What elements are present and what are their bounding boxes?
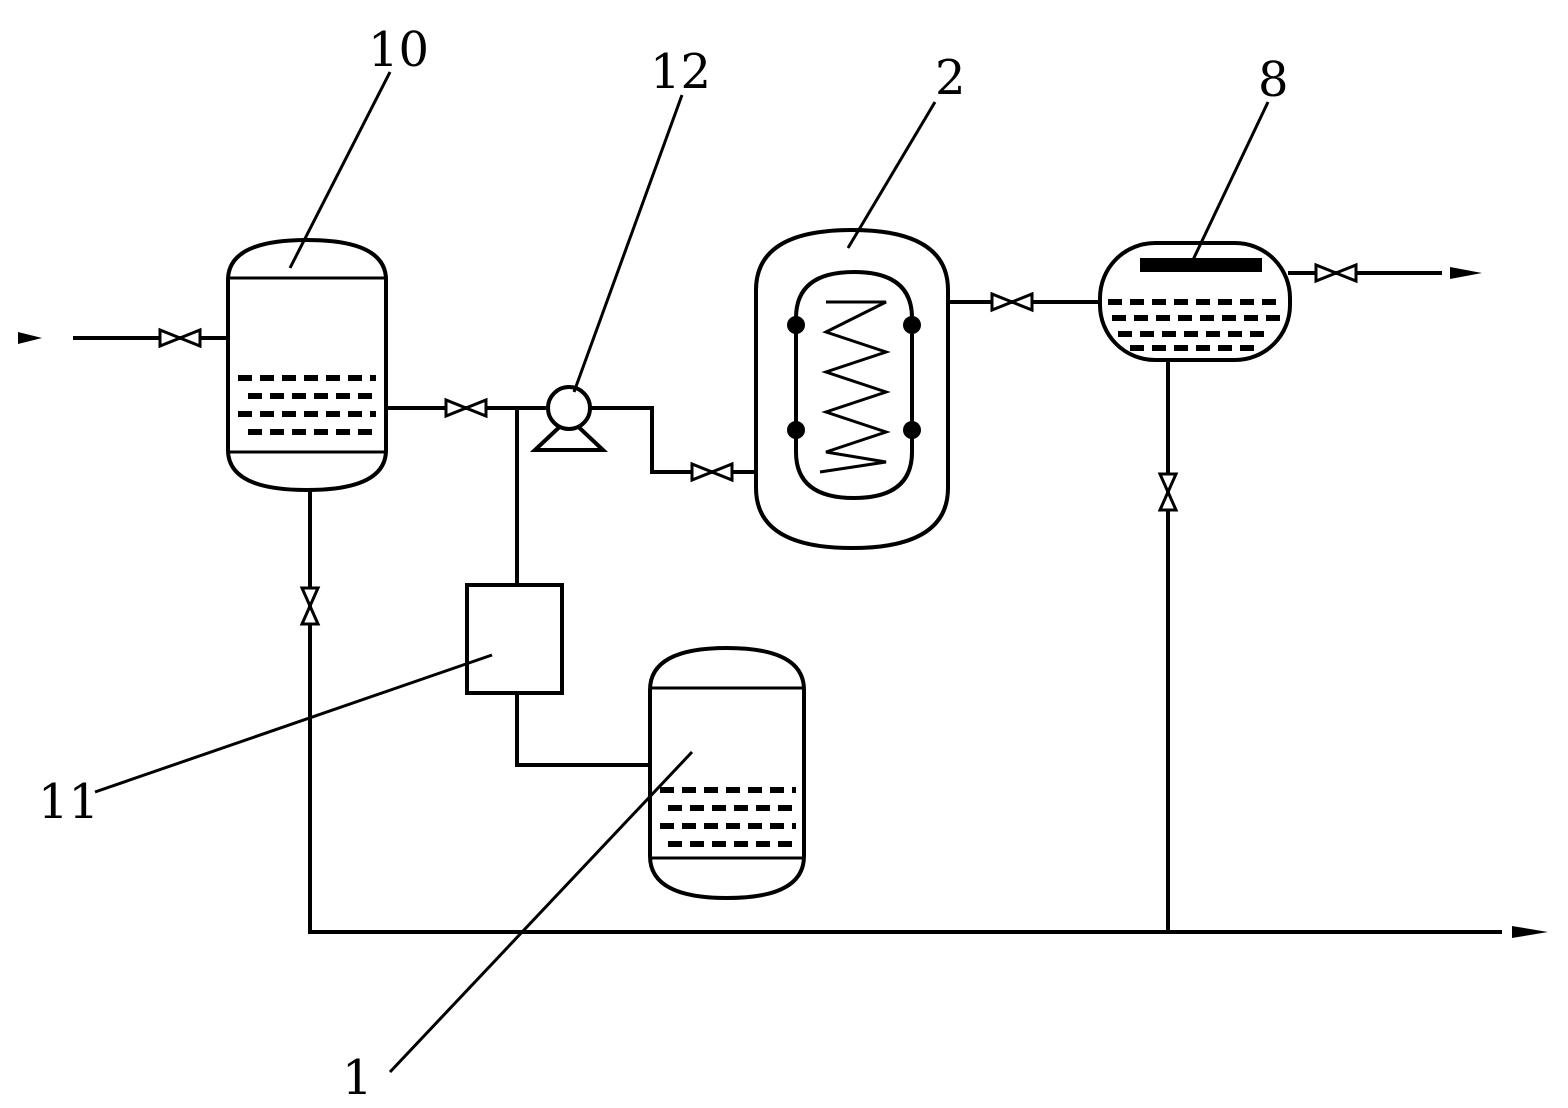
label-reactor-2: 2 bbox=[935, 50, 966, 106]
leader-line-8 bbox=[1190, 101, 1270, 263]
label-filter-11: 11 bbox=[38, 774, 99, 830]
valve-icon bbox=[158, 327, 202, 349]
nozzle-icon bbox=[903, 421, 921, 439]
label-pump-12: 12 bbox=[650, 44, 711, 100]
pump-12 bbox=[529, 385, 609, 452]
valve-icon bbox=[690, 461, 734, 483]
filter-11 bbox=[465, 583, 564, 695]
leader-line-10 bbox=[288, 71, 392, 269]
leader-line-2 bbox=[846, 101, 937, 249]
label-tank-1: 1 bbox=[342, 1050, 373, 1106]
heating-coil bbox=[819, 300, 891, 474]
valve-icon bbox=[299, 586, 321, 626]
valve-icon bbox=[1157, 472, 1179, 512]
flow-arrows bbox=[18, 267, 1548, 938]
valve-icon bbox=[990, 291, 1034, 313]
separator-8 bbox=[1098, 241, 1292, 362]
leader-line-1 bbox=[388, 750, 694, 1074]
filter-to-tank-1-line bbox=[515, 691, 652, 767]
leader-line-12 bbox=[572, 94, 684, 393]
tank-10 bbox=[226, 237, 388, 493]
separator-top-bar bbox=[1140, 258, 1262, 272]
valve-icon bbox=[444, 397, 488, 419]
valve-icon bbox=[1314, 262, 1358, 284]
label-separator-8: 8 bbox=[1258, 52, 1289, 108]
reference-numerals: 10 12 2 8 11 1 bbox=[38, 22, 1289, 1106]
product-outlet-arrow-icon bbox=[1512, 926, 1548, 938]
nozzle-icon bbox=[903, 316, 921, 334]
feed-inlet-arrow-icon bbox=[18, 332, 42, 344]
pump-discharge-line bbox=[588, 406, 822, 474]
tank-1 bbox=[648, 645, 806, 901]
leader-line-11 bbox=[94, 653, 493, 794]
nozzle-icon bbox=[787, 421, 805, 439]
label-tank-10: 10 bbox=[368, 22, 429, 78]
reactor-2 bbox=[754, 227, 950, 551]
valves bbox=[158, 262, 1358, 626]
gas-outlet-arrow-icon bbox=[1450, 267, 1482, 279]
leader-lines bbox=[94, 71, 1270, 1074]
nozzle-icon bbox=[787, 316, 805, 334]
